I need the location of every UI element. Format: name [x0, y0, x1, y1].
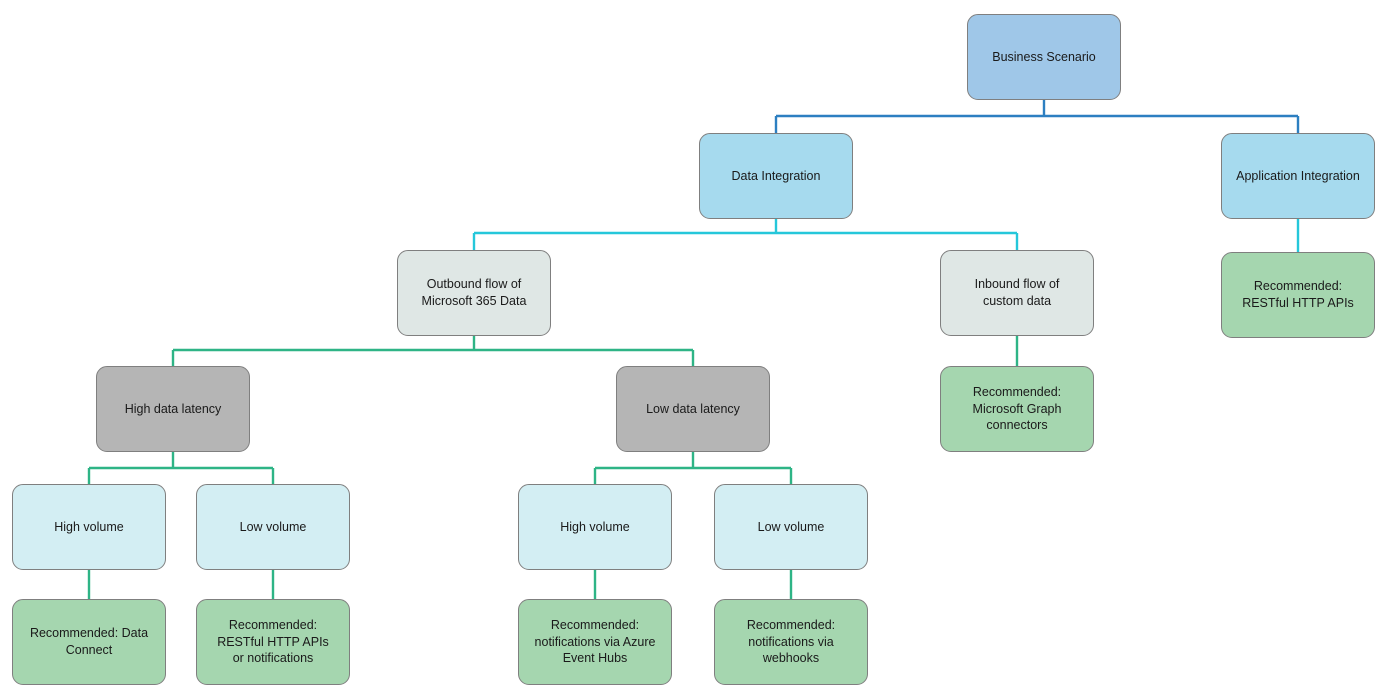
node-recommended-graph-connectors-label: Recommended: Microsoft Graph connectors [972, 384, 1062, 433]
node-recommended-webhooks: Recommended: notifications via webhooks [714, 599, 868, 685]
node-high-volume-left-label: High volume [54, 519, 124, 534]
connector-level-2 [472, 219, 1300, 252]
node-inbound-flow-label: Inbound flow of custom data [974, 277, 1060, 308]
node-data-integration: Data Integration [699, 133, 853, 219]
node-recommended-restful-or-notifications: Recommended: RESTful HTTP APIs or notifi… [196, 599, 350, 685]
node-recommended-restful-or-notifications-label: Recommended: RESTful HTTP APIs or notifi… [217, 617, 329, 666]
node-low-volume-right-label: Low volume [757, 519, 825, 534]
node-high-data-latency-label: High data latency [124, 401, 222, 416]
node-data-integration-label: Data Integration [731, 168, 821, 183]
connector-level-1 [774, 100, 1300, 133]
node-application-integration-label: Application Integration [1236, 168, 1360, 183]
node-high-data-latency: High data latency [96, 366, 250, 452]
node-recommended-graph-connectors: Recommended: Microsoft Graph connectors [940, 366, 1094, 452]
node-high-volume-right-label: High volume [560, 519, 630, 534]
node-recommended-webhooks-label: Recommended: notifications via webhooks [746, 617, 836, 666]
node-recommended-data-connect: Recommended: Data Connect [12, 599, 166, 685]
node-outbound-flow: Outbound flow of Microsoft 365 Data [397, 250, 551, 336]
node-low-volume-right: Low volume [714, 484, 868, 570]
node-business-scenario-label: Business Scenario [992, 49, 1096, 64]
node-high-volume-right: High volume [518, 484, 672, 570]
node-low-data-latency-label: Low data latency [646, 401, 740, 416]
node-recommended-azure-event-hubs-label: Recommended: notifications via Azure Eve… [534, 617, 656, 666]
node-low-volume-left-label: Low volume [239, 519, 307, 534]
node-recommended-restful-http-apis-label: Recommended: RESTful HTTP APIs [1242, 279, 1354, 310]
node-inbound-flow: Inbound flow of custom data [940, 250, 1094, 336]
node-low-volume-left: Low volume [196, 484, 350, 570]
node-application-integration: Application Integration [1221, 133, 1375, 219]
node-high-volume-left: High volume [12, 484, 166, 570]
node-business-scenario: Business Scenario [967, 14, 1121, 100]
node-recommended-azure-event-hubs: Recommended: notifications via Azure Eve… [518, 599, 672, 685]
node-recommended-restful-http-apis: Recommended: RESTful HTTP APIs [1221, 252, 1375, 338]
node-recommended-data-connect-label: Recommended: Data Connect [29, 626, 149, 657]
node-outbound-flow-label: Outbound flow of Microsoft 365 Data [421, 277, 527, 308]
node-low-data-latency: Low data latency [616, 366, 770, 452]
